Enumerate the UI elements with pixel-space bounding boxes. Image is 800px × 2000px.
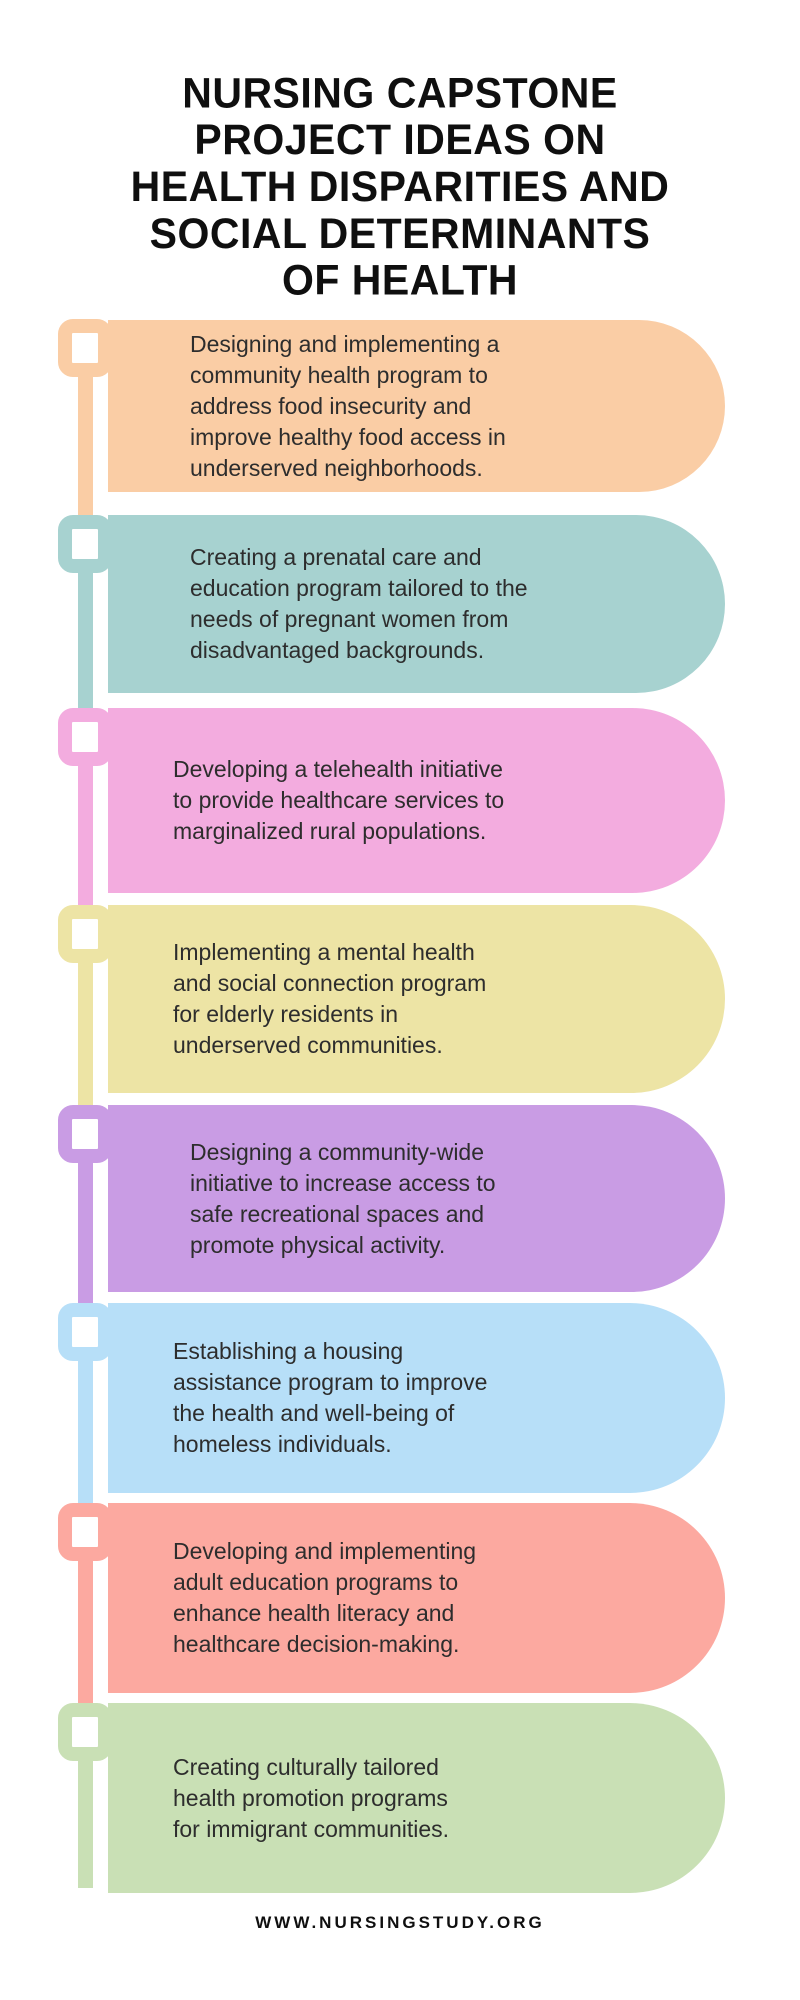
timeline-connector — [78, 959, 93, 1109]
square-marker-icon — [58, 515, 112, 573]
idea-card: Establishing a housing assistance progra… — [108, 1303, 725, 1493]
square-marker-icon — [58, 708, 112, 766]
timeline-connector — [78, 373, 93, 519]
idea-card: Designing a community-wide initiative to… — [108, 1105, 725, 1292]
card-text: Creating culturally tailored health prom… — [173, 1753, 450, 1842]
page-title: NURSING CAPSTONE PROJECT IDEAS ON HEALTH… — [0, 68, 800, 304]
timeline-connector — [78, 1557, 93, 1707]
card-text: Designing a community-wide initiative to… — [190, 1138, 496, 1258]
square-marker-icon — [58, 1503, 112, 1561]
idea-card: Developing a telehealth initiative to pr… — [108, 708, 725, 893]
timeline-connector — [78, 1357, 93, 1507]
timeline-connector — [78, 1757, 93, 1888]
title-line: PROJECT IDEAS ON — [194, 115, 606, 164]
website-url: WWW.NURSINGSTUDY.ORG — [255, 1913, 545, 1932]
timeline-connector — [78, 762, 93, 909]
idea-card: Developing and implementing adult educat… — [108, 1503, 725, 1693]
timeline-connector — [78, 1159, 93, 1307]
card-text: Designing and implementing a community h… — [190, 330, 506, 481]
title-line: OF HEALTH — [281, 256, 519, 304]
idea-card: Creating a prenatal care and education p… — [108, 515, 725, 693]
card-text: Establishing a housing assistance progra… — [173, 1338, 488, 1457]
idea-card: Designing and implementing a community h… — [108, 320, 725, 492]
title-line: NURSING CAPSTONE — [182, 68, 618, 117]
title-line: HEALTH DISPARITIES AND — [130, 162, 670, 211]
timeline-connector — [78, 569, 93, 712]
card-text: Creating a prenatal care and education p… — [190, 544, 528, 663]
card-text: Implementing a mental health and social … — [173, 939, 487, 1058]
square-marker-icon — [58, 319, 112, 377]
card-text: Developing and implementing adult educat… — [173, 1538, 477, 1657]
card-text: Developing a telehealth initiative to pr… — [173, 756, 505, 844]
square-marker-icon — [58, 1303, 112, 1361]
square-marker-icon — [58, 905, 112, 963]
square-marker-icon — [58, 1105, 112, 1163]
square-marker-icon — [58, 1703, 112, 1761]
title-line: SOCIAL DETERMINANTS — [149, 209, 651, 258]
idea-card: Creating culturally tailored health prom… — [108, 1703, 725, 1893]
idea-card: Implementing a mental health and social … — [108, 905, 725, 1093]
